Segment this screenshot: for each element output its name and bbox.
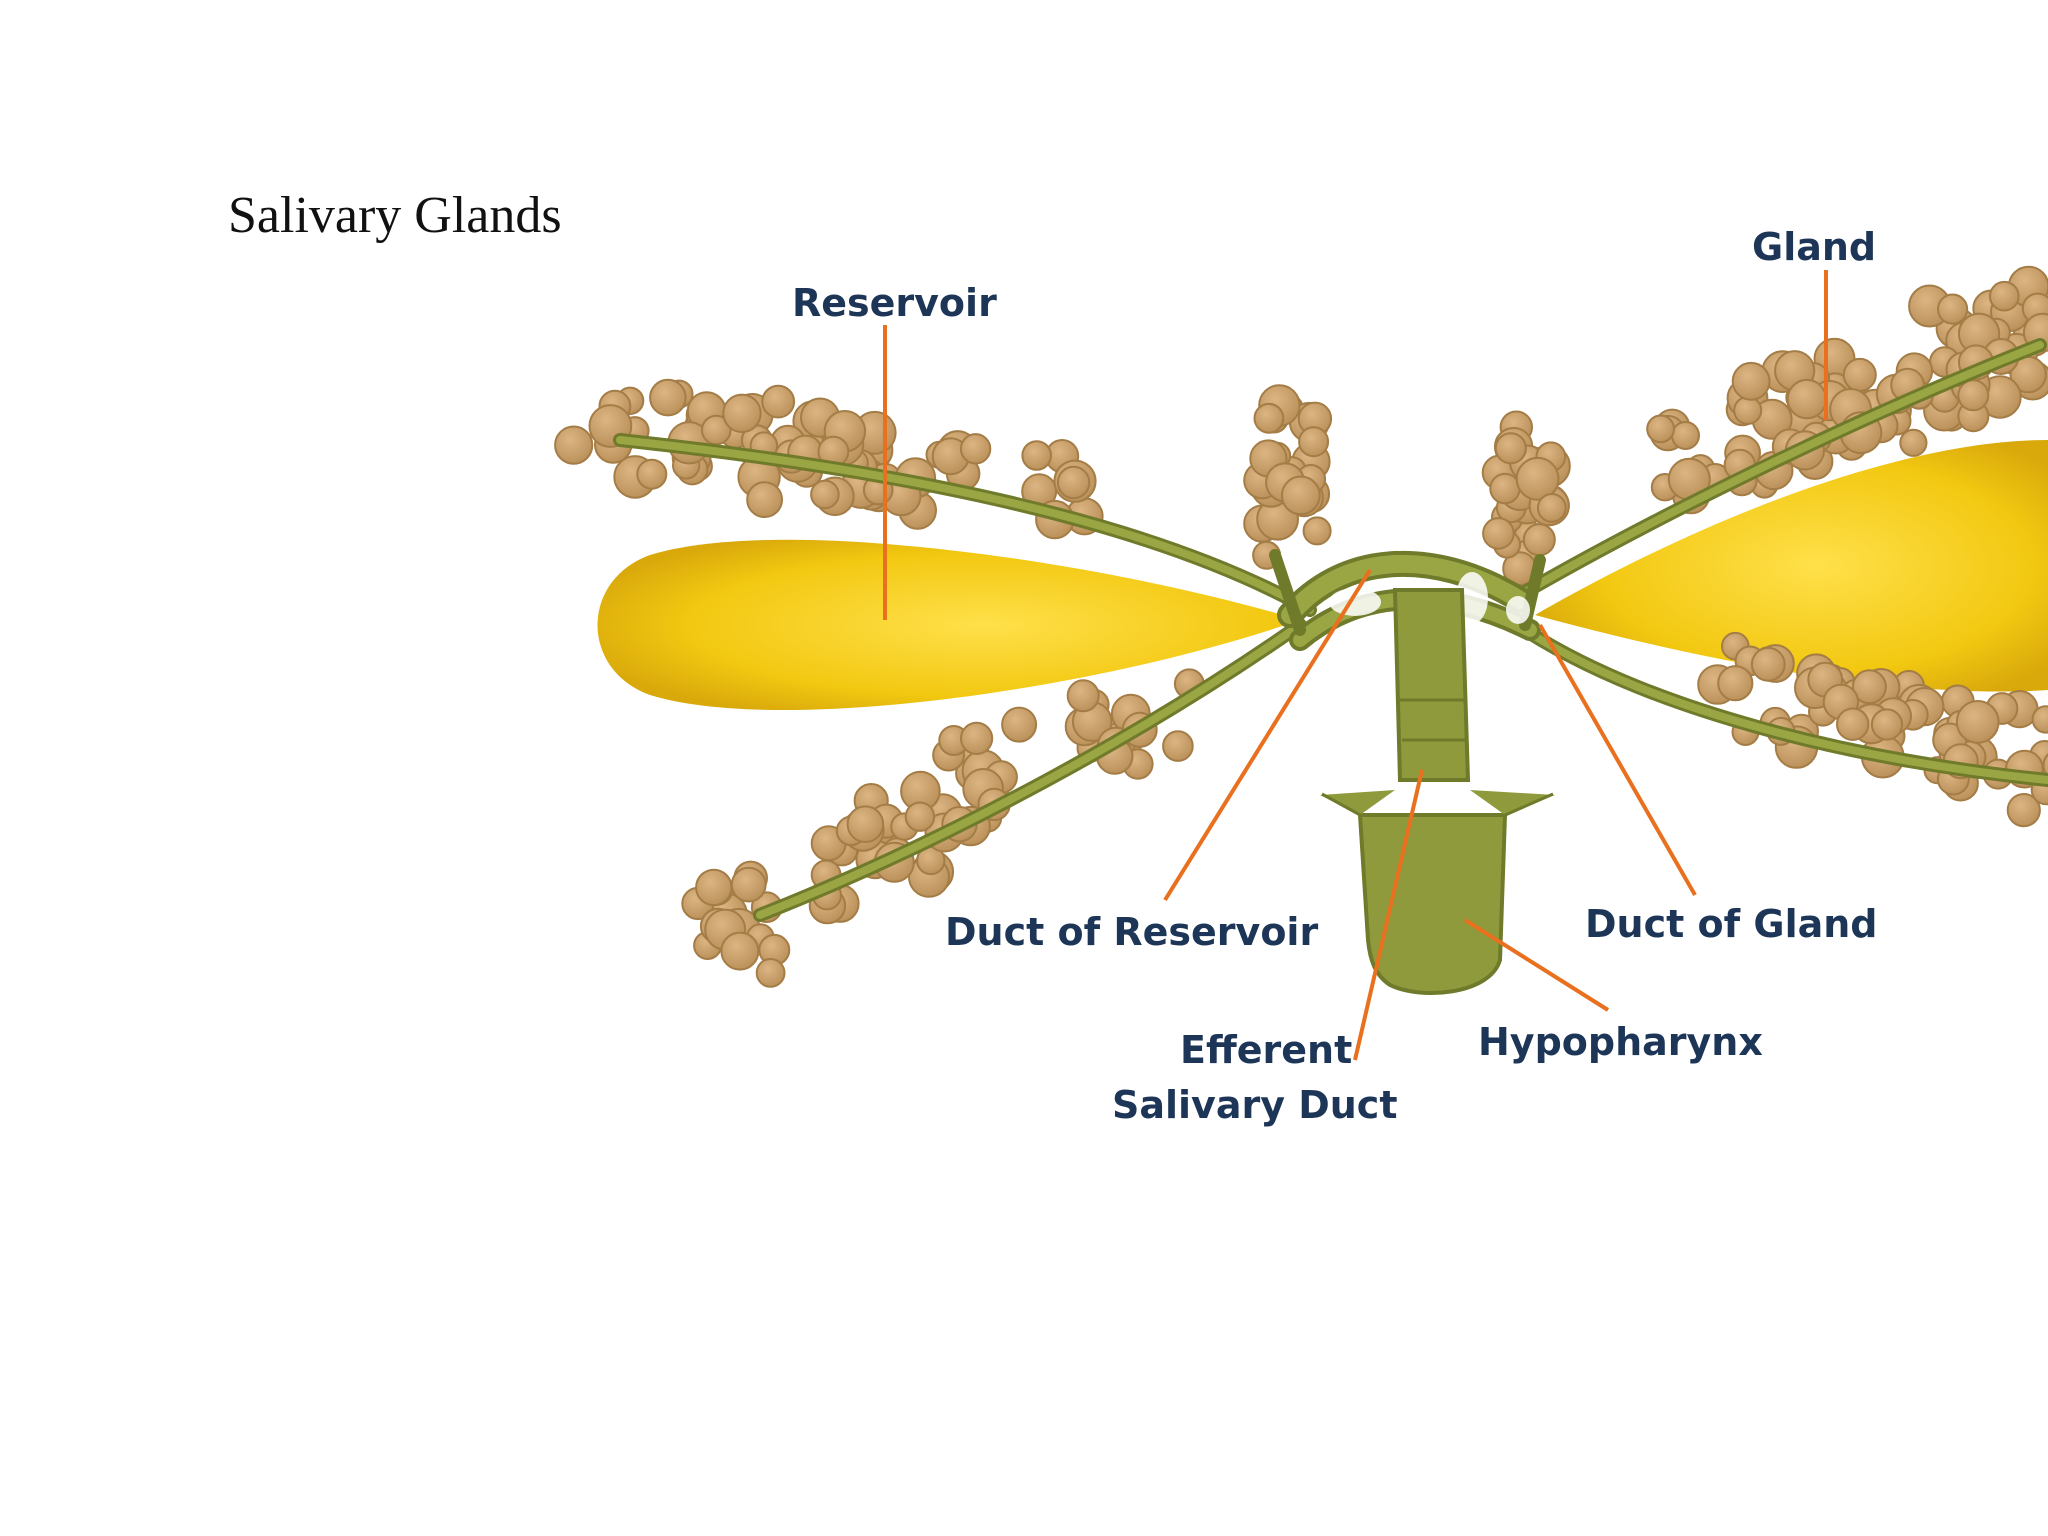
gland-lobule (2006, 793, 2041, 828)
gland-lobule (1836, 707, 1870, 741)
gland-lobule (2031, 705, 2048, 734)
gland-lobule (1899, 428, 1928, 457)
label-duct-of-gland: Duct of Gland (1585, 902, 1878, 946)
label-efferent-line2: Salivary Duct (1112, 1083, 1398, 1127)
gland-lobule (1298, 426, 1330, 458)
gland-lobule (1522, 523, 1556, 557)
efferent-salivary-duct (1392, 588, 1471, 782)
gland-lobule (1750, 646, 1786, 682)
hypopharynx (1357, 813, 1508, 995)
gland-lobule (1957, 379, 1990, 412)
gland-lobule (2042, 753, 2048, 778)
gland-lobule (959, 433, 992, 465)
gland-lobule (1253, 402, 1285, 434)
gland-lobule (1056, 465, 1091, 500)
gland-lobule (636, 458, 668, 490)
gland-lobule (1494, 432, 1527, 465)
gland-lobule (1302, 516, 1332, 546)
gland-lobule (1489, 472, 1521, 505)
gland-lobule (1482, 517, 1515, 550)
gland-lobule (1733, 395, 1763, 425)
gland-lobule (1731, 361, 1771, 401)
gland-lobule (1955, 700, 2000, 744)
slide-title: Salivary Glands (228, 187, 562, 244)
gland-lobule (1870, 708, 1904, 741)
gland-lobule (755, 958, 786, 988)
gland-lobule (1021, 440, 1052, 471)
gland-lobule (1717, 665, 1754, 702)
gland-lobule (810, 479, 840, 510)
gland-lobule (695, 868, 733, 907)
gland-lobule (761, 384, 796, 419)
gland-lobule (1066, 679, 1100, 713)
gland-lobule (1786, 378, 1828, 420)
gland-lobule (1001, 706, 1038, 743)
gland-lobule (1989, 280, 2020, 312)
gland-lobule (554, 425, 594, 465)
label-reservoir: Reservoir (792, 281, 997, 325)
salivary-ducts (613, 338, 2048, 922)
gland-lobule (730, 866, 767, 903)
reservoir-right (1535, 440, 2048, 692)
gland-lobule (960, 721, 994, 756)
gland-lobule (1842, 357, 1877, 392)
gland-lobule (1536, 493, 1567, 523)
gland-lobule (1162, 730, 1194, 762)
gland-lobule (1937, 293, 1969, 325)
gland-lobule (746, 481, 783, 519)
label-efferent-line1: Efferent (1180, 1028, 1352, 1072)
gland-lobule (846, 805, 885, 844)
gland-lobule (1515, 456, 1560, 501)
gland-lobule (1671, 421, 1700, 450)
reservoir-left (597, 539, 1300, 711)
gland-lobule (1851, 669, 1887, 705)
gland-lobule (722, 393, 762, 433)
label-gland: Gland (1752, 225, 1876, 269)
gland-lobule (720, 931, 760, 971)
leader-lines (883, 270, 1828, 1061)
gland-lobule (1646, 414, 1675, 444)
label-duct-of-reservoir: Duct of Reservoir (945, 910, 1318, 954)
gland-lobule (649, 378, 687, 417)
gland-lobule (904, 801, 936, 832)
label-hypopharynx: Hypopharynx (1478, 1020, 1763, 1064)
gland-lobule (1280, 475, 1321, 516)
